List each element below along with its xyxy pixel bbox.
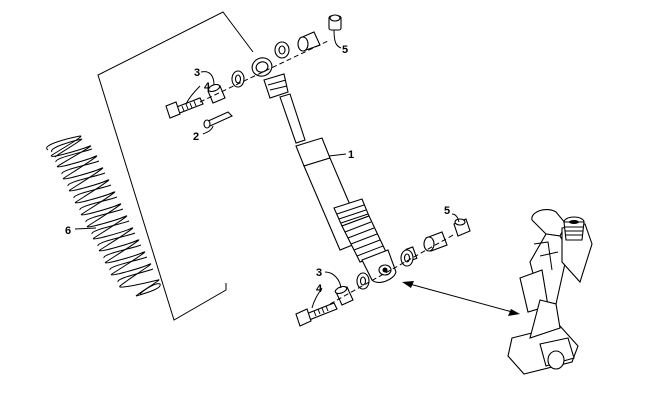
bolt-upper: [165, 97, 204, 119]
leader-bolt-upper: [185, 85, 201, 105]
bolt-lower: [295, 302, 338, 327]
spacer-lower: [423, 231, 448, 252]
washer-lower-left: [356, 272, 370, 290]
sleeve-upper: [207, 83, 226, 104]
callout-bolt-lower: 4: [316, 283, 323, 295]
callout-cotter-pin: 2: [193, 131, 199, 143]
washer-upper-left: [231, 70, 245, 88]
callout-sleeve-upper: 3: [194, 67, 200, 79]
nut-upper: [328, 14, 342, 31]
callout-bolt-upper: 4: [204, 81, 211, 93]
callout-sleeve-lower: 3: [316, 267, 322, 279]
washer-lower-right: [400, 249, 414, 267]
cotter-pin: [203, 111, 233, 129]
sleeve-lower: [334, 285, 354, 306]
spring-group-outline: [97, 11, 254, 321]
nut-lower: [453, 218, 471, 237]
leader-nut-upper: [333, 29, 342, 49]
callout-spring: 6: [65, 225, 71, 237]
spacer-upper-right: [297, 31, 321, 52]
centerline-upper: [199, 39, 331, 103]
coil-spring: [46, 135, 161, 297]
leader-spring: [74, 227, 97, 230]
spindle-knuckle: [507, 209, 593, 375]
mounting-arrow: [402, 281, 520, 316]
leader-cotter-pin: [202, 125, 214, 135]
leader-bolt-lower: [311, 287, 323, 309]
leader-shock-absorber: [328, 153, 347, 157]
leader-sleeve-lower: [324, 271, 342, 289]
washer-upper-right: [274, 41, 290, 59]
shock-absorber: [251, 57, 418, 283]
callout-shock-absorber: 1: [348, 149, 354, 161]
callout-nut-upper: 5: [342, 44, 348, 56]
leader-sleeve-upper: [200, 71, 215, 86]
callout-nut-lower: 5: [444, 205, 450, 217]
leader-nut-lower: [451, 213, 460, 223]
